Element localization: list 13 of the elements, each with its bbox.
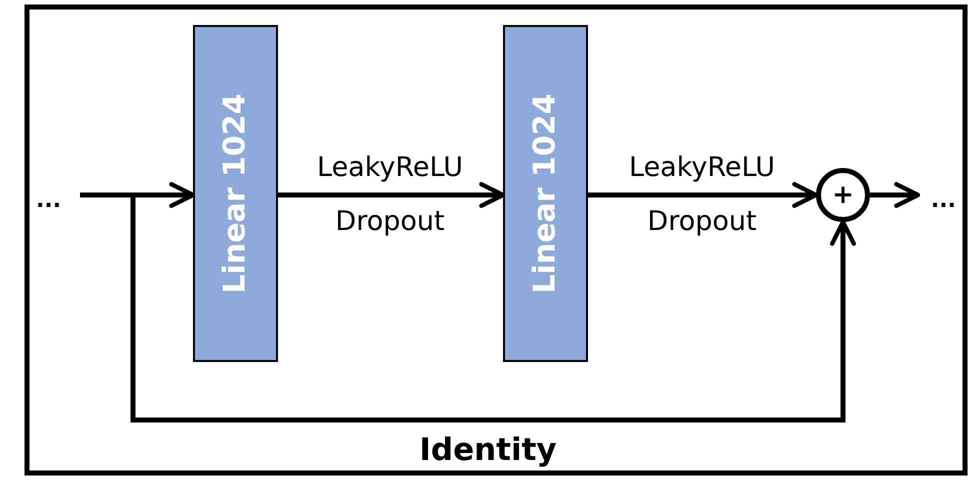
layer-label: Linear 1024 (528, 93, 563, 294)
arrow (278, 182, 506, 208)
sum-circle: + (816, 168, 870, 222)
edge-label: Identity (418, 431, 558, 470)
layer-label: Linear 1024 (218, 93, 253, 294)
linear-layer-box (193, 25, 278, 362)
linear-layer-box (503, 25, 588, 362)
edge-label: LeakyReLU Dropout (628, 151, 776, 239)
ellipsis-text: ... (36, 180, 80, 220)
arrow (870, 182, 920, 208)
arrow (588, 182, 818, 208)
ellipsis-text: ... (918, 180, 956, 220)
edge-label: LeakyReLU Dropout (316, 151, 464, 239)
